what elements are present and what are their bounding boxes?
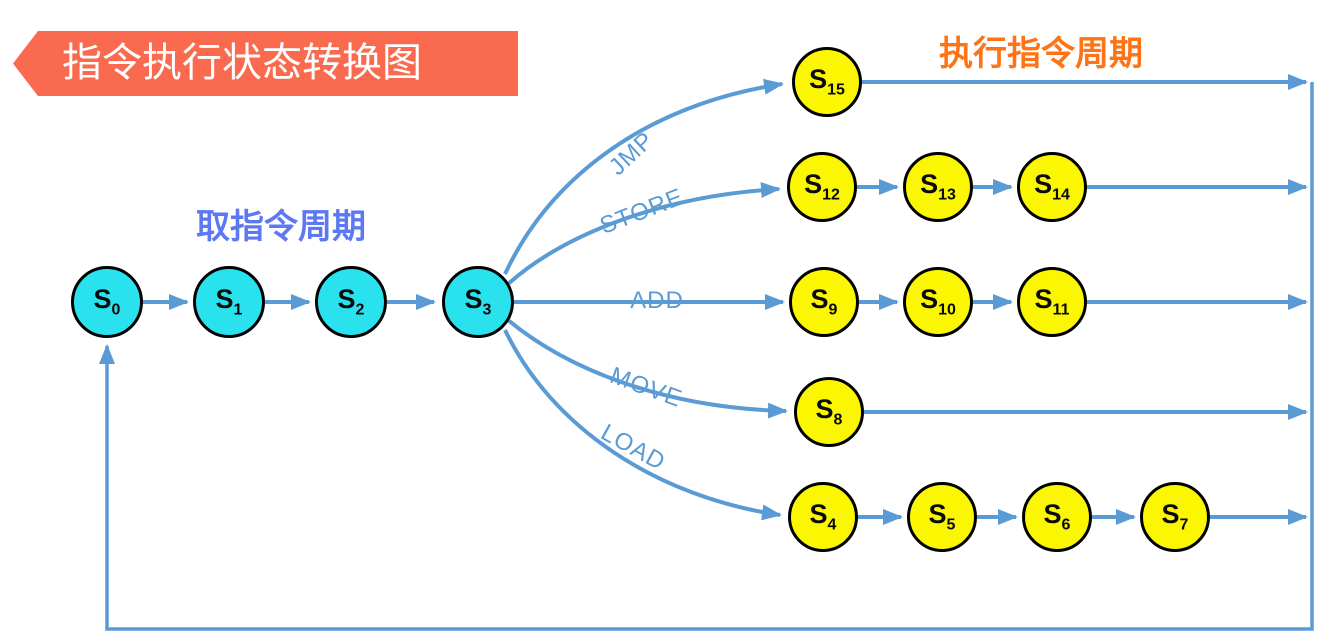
node-label-sub: 13	[938, 186, 956, 204]
edge-feedback-bus-to-s0	[99, 82, 1314, 631]
node-label: S	[804, 168, 823, 199]
node-s1: S1	[193, 266, 265, 338]
node-label-sub: 2	[355, 301, 365, 319]
edge-s3-s15-jmp	[503, 78, 784, 275]
node-label: S	[809, 63, 828, 94]
node-label-sub: 9	[828, 301, 838, 319]
title-banner-label: 指令执行状态转换图	[62, 41, 422, 85]
node-s5: S5	[907, 482, 977, 552]
node-label: S	[920, 168, 939, 199]
edge-s3-s4-load	[503, 329, 782, 521]
node-label-sub: 7	[1179, 516, 1189, 534]
node-s15: S15	[792, 47, 862, 117]
node-label: S	[1034, 283, 1053, 314]
node-label: S	[809, 498, 828, 529]
node-label-sub: 1	[233, 301, 243, 319]
node-label-sub: 5	[946, 516, 956, 534]
node-s0: S0	[71, 266, 143, 338]
node-label: S	[337, 283, 356, 314]
node-label: S	[93, 283, 112, 314]
node-s3: S3	[442, 266, 514, 338]
fetch-cycle-heading: 取指令周期	[196, 208, 366, 246]
node-label: S	[928, 498, 947, 529]
node-s12: S12	[787, 152, 857, 222]
node-s11: S11	[1017, 267, 1087, 337]
node-label-sub: 11	[1052, 301, 1070, 319]
node-s2: S2	[315, 266, 387, 338]
node-label-sub: 0	[111, 301, 121, 319]
node-label-sub: 14	[1052, 186, 1070, 204]
title-banner: 指令执行状态转换图	[13, 31, 518, 96]
node-label-sub: 15	[827, 81, 845, 99]
node-s6: S6	[1022, 482, 1092, 552]
node-s8: S8	[794, 377, 864, 447]
edge-s3-s8-move	[506, 318, 788, 419]
node-s9: S9	[789, 267, 859, 337]
node-label: S	[1034, 168, 1053, 199]
node-s7: S7	[1140, 482, 1210, 552]
node-s10: S10	[903, 267, 973, 337]
branch-label-add: ADD	[630, 287, 684, 314]
node-s14: S14	[1017, 152, 1087, 222]
node-s4: S4	[788, 482, 858, 552]
node-label-sub: 12	[822, 186, 840, 204]
node-s13: S13	[903, 152, 973, 222]
execute-cycle-heading: 执行指令周期	[939, 35, 1143, 73]
node-label-sub: 10	[938, 301, 956, 319]
node-label: S	[920, 283, 939, 314]
node-label: S	[815, 393, 834, 424]
node-label: S	[215, 283, 234, 314]
node-label-sub: 4	[827, 516, 837, 534]
node-label: S	[1043, 498, 1062, 529]
node-label: S	[464, 283, 483, 314]
edge-s3-s12-store	[506, 182, 781, 286]
node-label-sub: 3	[482, 301, 492, 319]
node-label: S	[810, 283, 829, 314]
node-label-sub: 8	[833, 411, 843, 429]
node-label-sub: 6	[1061, 516, 1071, 534]
node-label: S	[1161, 498, 1180, 529]
